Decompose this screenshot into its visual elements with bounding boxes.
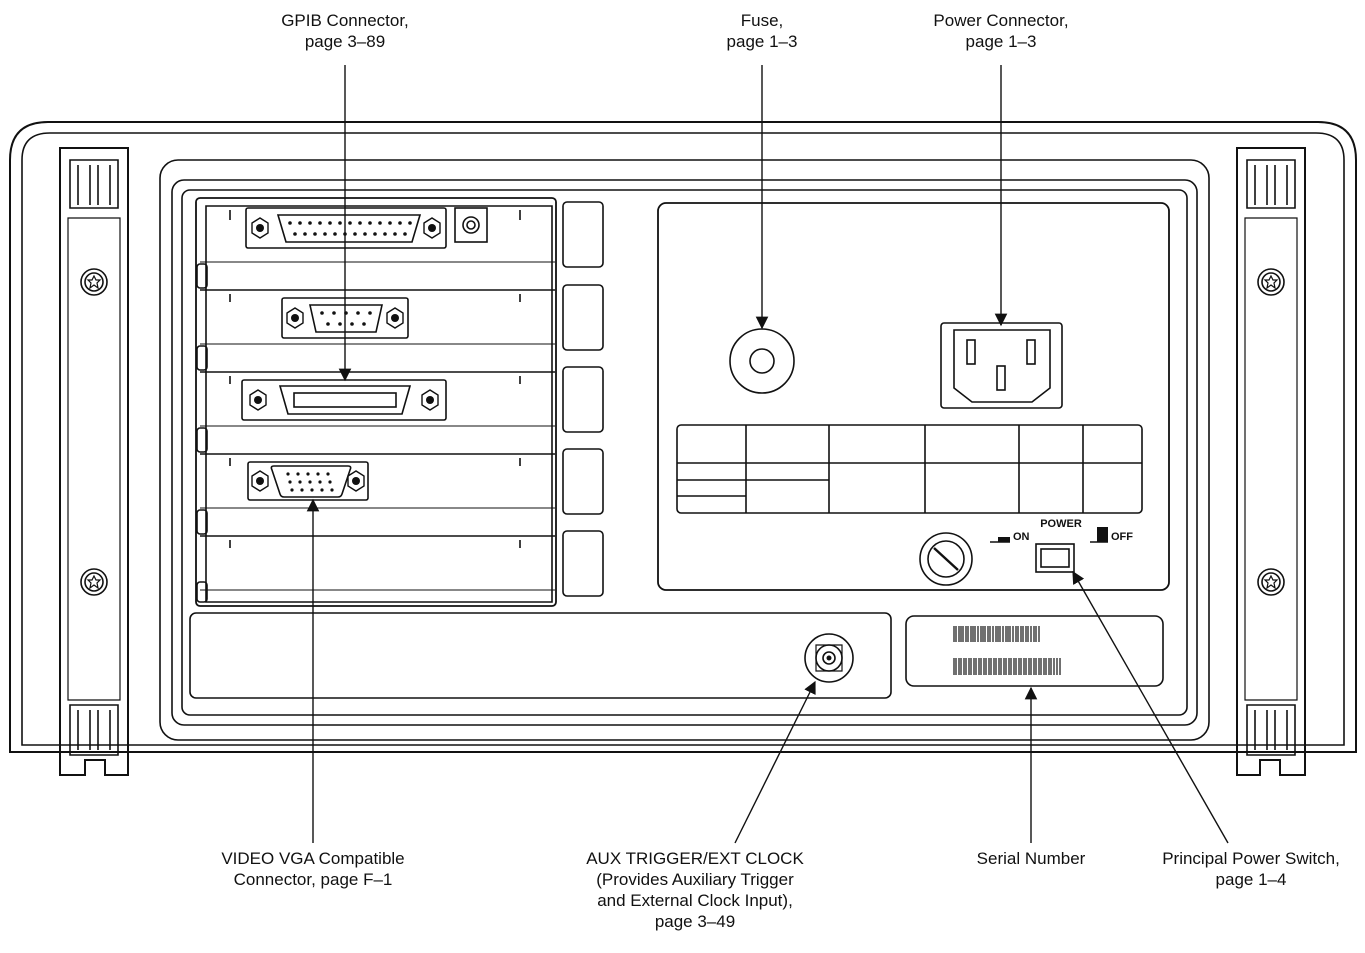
gpib-callout-line1: GPIB Connector,: [281, 11, 409, 30]
callout-leaders: [306, 65, 1229, 844]
power-switch-callout-line1: Principal Power Switch,: [1162, 849, 1340, 868]
power-connector-callout-line2: page 1–3: [965, 32, 1037, 51]
right-handle: [1236, 147, 1306, 776]
card-cage: [195, 197, 557, 607]
video-callout-line1: VIDEO VGA Compatible: [221, 849, 405, 868]
video-callout: VIDEO VGA Compatible Connector, page F–1: [198, 848, 428, 890]
power-switch-leader: [1072, 570, 1229, 844]
aux-callout: AUX TRIGGER/EXT CLOCK (Provides Auxiliar…: [565, 848, 825, 932]
power-connector-callout-line1: Power Connector,: [933, 11, 1069, 30]
serial-number-plate: [905, 615, 1164, 687]
fuse-callout-line2: page 1–3: [726, 32, 798, 51]
instrument-chassis: [9, 121, 1357, 753]
power-switch-callout: Principal Power Switch, page 1–4: [1140, 848, 1362, 890]
power-connector-callout: Power Connector, page 1–3: [901, 10, 1101, 52]
gpib-callout-line2: page 3–89: [304, 32, 386, 51]
serial-callout: Serial Number: [941, 848, 1121, 869]
gpib-connector: [241, 379, 447, 421]
db25-connector: [245, 207, 488, 249]
serial-callout-line1: Serial Number: [976, 849, 1086, 868]
lower-blank-panel: [189, 612, 892, 699]
fuse-callout-line1: Fuse,: [740, 11, 784, 30]
aux-callout-line4: page 3–49: [654, 912, 736, 931]
power-module: [657, 202, 1170, 591]
aux-leader: [734, 680, 816, 844]
blank-cover-plates: [562, 201, 604, 597]
off-label: OFF: [1111, 531, 1133, 543]
power-switch-callout-line2: page 1–4: [1215, 870, 1287, 889]
aux-callout-line2: (Provides Auxiliary Trigger: [596, 870, 794, 889]
aux-callout-line1: AUX TRIGGER/EXT CLOCK: [586, 849, 804, 868]
video-callout-line2: Connector, page F–1: [233, 870, 393, 889]
left-handle: [59, 147, 129, 776]
on-label: ON: [1013, 531, 1030, 543]
aux-callout-line3: and External Clock Input),: [597, 891, 793, 910]
vga-connector: [247, 461, 369, 501]
power-label: POWER: [1040, 518, 1082, 530]
gpib-callout: GPIB Connector, page 3–89: [245, 10, 445, 52]
fuse-callout: Fuse, page 1–3: [662, 10, 862, 52]
